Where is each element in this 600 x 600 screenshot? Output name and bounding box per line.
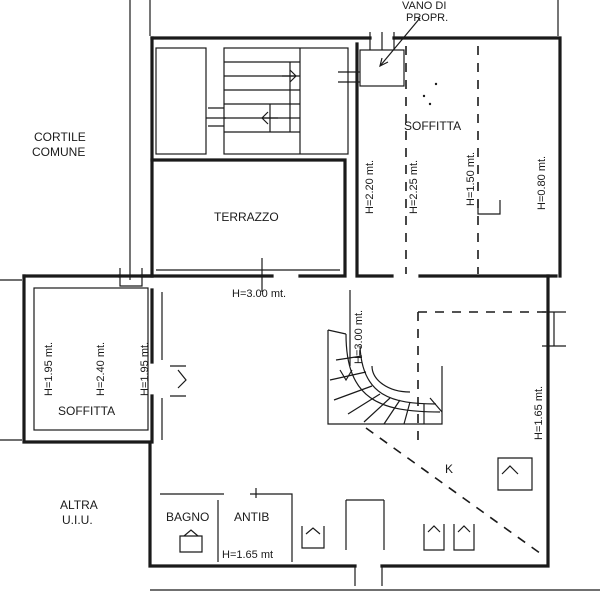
label-cortile-line1: CORTILE [34,130,86,144]
label-h-195-right: H=1.95 mt. [139,342,151,396]
label-h-150: H=1.50 mt. [465,152,477,206]
left-soffitta-walls [33,287,163,444]
upper-right-soffitta: SOFFITTA H=2.20 mt. H=2.25 mt. H=1.50 mt… [355,42,558,278]
label-h-220: H=2.20 mt. [364,160,376,214]
fixtures [301,499,475,586]
label-k: K [445,462,453,476]
altra-uiu: ALTRA U.I.U. [60,498,98,527]
outer-walls [22,36,562,568]
cortile-comune: CORTILE COMUNE [32,130,86,159]
label-vano-line2: PROPR. [406,12,448,24]
label-h-195-left: H=1.95 mt. [43,342,55,396]
spiral-stair [327,329,443,425]
label-soffitta-left: SOFFITTA [58,404,115,418]
label-cortile-line2: COMUNE [32,145,85,159]
left-soffitta: H=1.95 mt. H=2.40 mt. H=1.95 mt. SOFFITT… [43,342,151,418]
label-h-080: H=0.80 mt. [536,156,548,210]
vano-di-propr: VANO DI PROPR. [359,0,448,87]
label-bagno: BAGNO [166,510,209,524]
label-h-300-vertical: H=3.00 mt. [353,310,365,364]
label-h-165-right: H=1.65 mt. [533,386,545,440]
label-altra-line2: U.I.U. [62,513,93,527]
label-antib: ANTIB [234,510,269,524]
main-room: H=3.00 mt. H=3.00 mt. H=1.65 mt. K [119,258,566,557]
upper-left-block [155,47,360,155]
label-terrazzo: TERRAZZO [214,210,279,224]
label-h-165-bottom: H=1.65 mt [222,549,273,561]
label-h-240: H=2.40 mt. [95,342,107,396]
label-h-300-horizontal: H=3.00 mt. [232,288,286,300]
label-vano-line1: VANO DI [402,0,446,12]
label-soffitta-top: SOFFITTA [404,119,461,133]
bagno-antib: BAGNO ANTIB H=1.65 mt [160,488,293,562]
label-altra-line1: ALTRA [60,498,98,512]
terrazzo: TERRAZZO [150,158,347,278]
label-h-225: H=2.25 mt. [408,160,420,214]
